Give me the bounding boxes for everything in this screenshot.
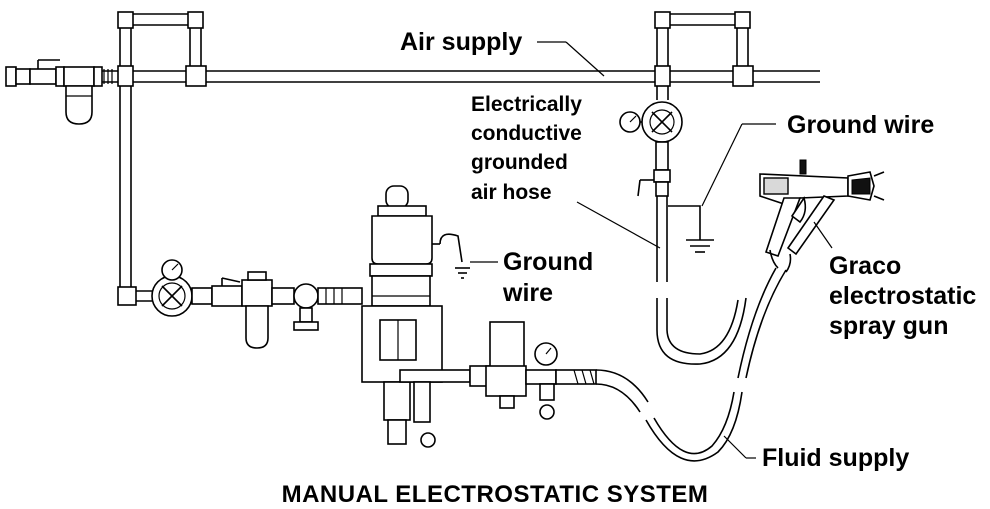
label-ground-wire-top: Ground wire xyxy=(787,111,934,139)
label-spray-gun-line-1: Graco xyxy=(829,252,901,280)
label-air-hose: Electrically conductive grounded air hos… xyxy=(471,93,582,204)
left-air-drop-pipe xyxy=(117,11,207,306)
fluid-regulator-train xyxy=(399,321,597,448)
label-ground-wire-pump: Ground wire xyxy=(502,248,593,307)
diagram-title: MANUAL ELECTROSTATIC SYSTEM xyxy=(282,481,709,508)
ground-symbol-right xyxy=(668,205,714,253)
pump-air-regulator xyxy=(151,259,363,349)
label-air-hose-line-3: grounded xyxy=(471,151,568,174)
label-ground-wire-pump-line-1: Ground xyxy=(503,248,593,276)
gun-air-regulator xyxy=(619,101,683,197)
leader-lines xyxy=(470,41,833,459)
grounded-air-hose xyxy=(656,196,747,365)
electrostatic-spray-gun xyxy=(759,159,885,273)
label-ground-wire-pump-line-2: wire xyxy=(502,279,553,307)
label-air-supply: Air supply xyxy=(400,28,522,56)
label-spray-gun: Graco electrostatic spray gun xyxy=(829,252,976,340)
label-air-hose-line-4: air hose xyxy=(471,181,552,204)
main-inlet-filter xyxy=(5,59,113,125)
label-spray-gun-line-3: spray gun xyxy=(829,312,948,340)
label-air-hose-line-2: conductive xyxy=(471,122,582,145)
label-spray-gun-line-2: electrostatic xyxy=(829,282,976,310)
air-supply-main-pipe xyxy=(30,70,820,83)
right-air-drop-pipe xyxy=(654,11,754,100)
label-air-hose-line-1: Electrically xyxy=(471,93,582,116)
fluid-supply-hose xyxy=(595,267,787,462)
label-fluid-supply: Fluid supply xyxy=(762,444,909,472)
fluid-pump xyxy=(361,185,470,445)
